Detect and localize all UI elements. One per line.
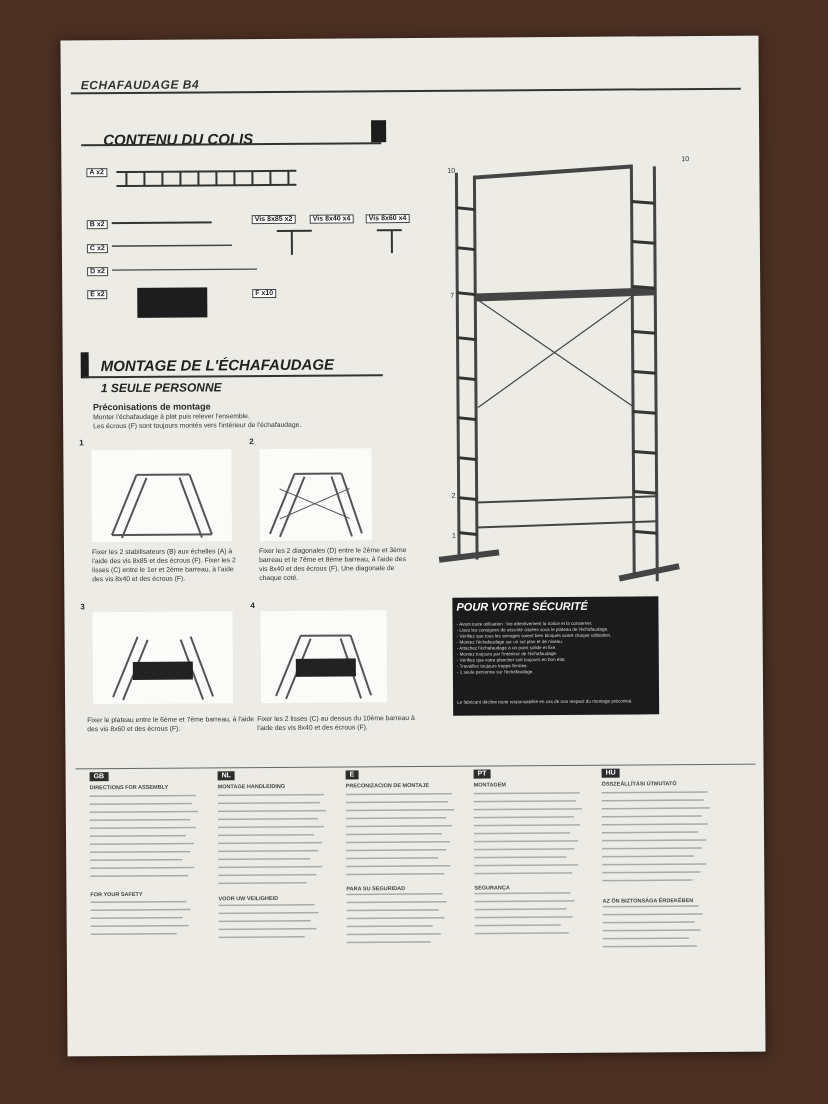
safety-item: - 1 seule personne sur l'échafaudage.	[456, 669, 534, 675]
safety-box: POUR VOTRE SÉCURITÉ - Avant toute utilis…	[452, 596, 660, 716]
step-4-image	[260, 610, 388, 704]
ladder-part-a	[116, 169, 297, 188]
lang-tab-hu: HU	[601, 768, 620, 778]
safety-title: POUR VOTRE SÉCURITÉ	[456, 600, 588, 614]
step-1-number: 1	[79, 438, 84, 448]
rung-number-10-right: 10	[681, 156, 690, 164]
screws	[276, 229, 403, 255]
rung-number-7: 7	[450, 292, 455, 300]
contents-title: CONTENU DU COLIS	[103, 131, 254, 150]
prep-line-2: Les écrous (F) sont toujours montés vers…	[93, 421, 302, 431]
stabilizer-part-b	[111, 221, 212, 225]
document-title: ECHAFAUDAGE B4	[80, 77, 200, 93]
rail-part-c	[111, 244, 232, 247]
step-2-number: 2	[249, 437, 254, 447]
rung-number-10: 10	[447, 167, 456, 175]
assembly-tab-mark	[80, 352, 89, 379]
lang-tab-gb: GB	[89, 772, 109, 782]
multilingual-body-text	[89, 791, 710, 948]
contents-tab-mark	[371, 120, 387, 143]
nut-f-label: F x10	[252, 288, 277, 299]
parts-illustration	[111, 169, 403, 318]
diagonal-part-d	[112, 268, 258, 271]
step-2-image	[259, 448, 372, 542]
part-d-label: D x2	[87, 267, 108, 277]
screw-8x40-label: Vis 8x40 x4	[309, 214, 354, 224]
assembly-subtitle: 1 SEULE PERSONNE	[100, 380, 222, 396]
lang-tab-nl: NL	[217, 771, 235, 781]
languages-rule	[75, 763, 756, 770]
scaffold-drawing	[438, 164, 680, 582]
step-3-number: 3	[80, 602, 85, 612]
step-1-image	[91, 449, 232, 543]
screw-8x85-label: Vis 8x85 x2	[251, 214, 296, 225]
step-1-text: Fixer les 2 stabilisateurs (B) aux échel…	[92, 548, 236, 584]
part-b-label: B x2	[86, 220, 108, 230]
platform-part-e	[137, 287, 208, 318]
step-2-text: Fixer les 2 diagonales (D) entre le 2ème…	[259, 547, 407, 583]
lang-tab-e: E	[345, 770, 359, 780]
instruction-sheet: ECHAFAUDAGE B4 CONTENU DU COLIS A x2 B x…	[60, 35, 766, 1057]
lang-e-heading: PRECONIZACION DE MONTAJE	[345, 782, 430, 790]
lang-hu-heading: ÖSSZEÁLLÍTÁSI ÚTMUTATÓ	[601, 781, 677, 788]
lang-gb-heading: DIRECTIONS FOR ASSEMBLY	[89, 784, 169, 792]
lang-pt-heading: MONTAGEM	[473, 782, 506, 789]
step-4-text: Fixer les 2 lisses (C) au dessus du 10èm…	[257, 714, 415, 733]
step-3-image	[92, 611, 234, 705]
rung-number-1: 1	[451, 532, 456, 540]
screw-8x60-label: Vis 8x60 x4	[365, 214, 410, 224]
lang-tab-pt: PT	[473, 769, 491, 779]
part-a-label: A x2	[86, 168, 107, 178]
step-3-text: Fixer le plateau entre le 6ème et 7ème b…	[87, 716, 255, 734]
assembly-title: MONTAGE DE L'ÉCHAFAUDAGE	[100, 356, 335, 376]
safety-list: - Avant toute utilisation : lire attenti…	[457, 620, 655, 675]
lang-nl-heading: MONTAGE HANDLEIDING	[217, 783, 286, 791]
step-4-number: 4	[250, 601, 255, 611]
part-c-label: C x2	[86, 244, 108, 254]
rung-number-2: 2	[451, 492, 456, 500]
safety-footer: Le fabricant décline toute responsabilit…	[457, 698, 633, 705]
prep-title: Préconisations de montage	[92, 401, 211, 413]
part-e-label: E x2	[87, 290, 108, 300]
